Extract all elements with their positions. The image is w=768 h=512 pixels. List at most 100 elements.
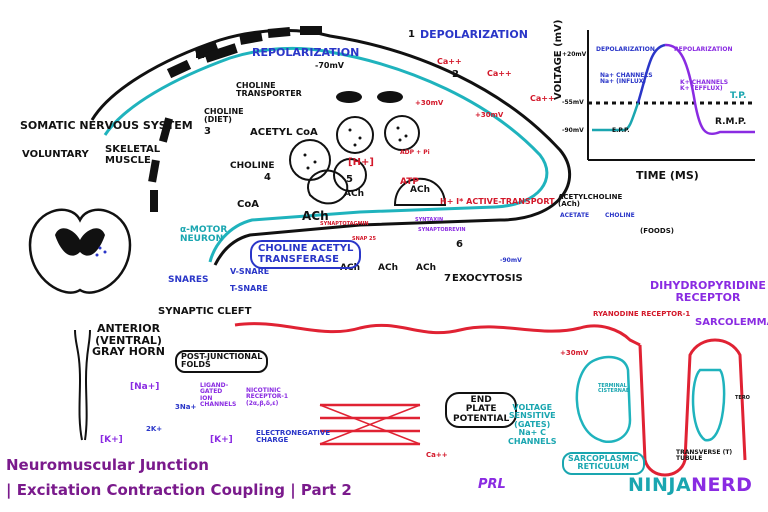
sarcolemma-membrane [234,322,641,347]
plus30-label-3: +30mV [560,349,589,357]
exocytosis-label: EXOCYTOSIS [452,273,523,284]
sarcoplasmic-reticulum-label: SARCOPLASMIC RETICULUM [562,452,645,475]
title-line-1: Neuromuscular Junction [6,456,209,474]
foods-label: (FOODS) [640,227,674,235]
plus30-label-2: +30mV [475,111,504,119]
transverse-tubule-label: TRANSVERSE (T) TUBULE [676,449,733,463]
acetyl-coa-label: ACETYL CoA [250,127,318,138]
myofibrils [319,403,421,446]
step-2-badge: 2 [452,69,459,80]
graph-na-channels-label: Na+ CHANNELS Na+ (INFLUX) [600,72,653,86]
syntaxin-label: SYNTAXIN [415,217,444,223]
end-plate-potential-label: END PLATE POTENTIAL [445,392,518,429]
choline-product-label: CHOLINE [605,212,635,219]
alpha-motor-label: α-MOTOR NEURON [180,225,228,245]
axon-membrane-outer [90,28,572,266]
h-active-transport-label: H+ I* ACTIVE-TRANSPORT [440,197,555,206]
minus90-label: -90mV [500,257,522,264]
step-7-badge: 7 [444,273,451,284]
ach-label-2: ACh [344,189,364,199]
ninja-nerd-logo: NINJANERD [628,474,752,496]
graph-epp-label: E.P.P. [612,127,630,134]
axon-membrane-inner [103,46,549,263]
graph-k-channels-label: K+ CHANNELS K+ (EFFLUX) [680,79,729,93]
step-4-badge: 4 [264,172,271,183]
ca-label-3: Ca++ [530,94,555,103]
v-snare-label: V-SNARE [230,267,270,276]
graph-depol-label: DEPOLARIZATION [596,46,655,53]
post-junctional-folds-label: POST-JUNCTIONAL FOLDS [175,350,269,373]
choline-label: CHOLINE [230,161,275,171]
minus70-label: -70mV [315,61,344,70]
step-3-badge: 3 [204,126,211,137]
ach-label-3: ACh [410,185,430,195]
na-bracket-label: [Na+] [130,382,160,392]
somatic-label: SOMATIC NERVOUS SYSTEM [20,119,193,132]
three-na-label: 3Na+ [175,403,197,411]
depolarization-label: DEPOLARIZATION [420,28,528,41]
chat-label: CHOLINE ACETYL TRANSFERASE [250,240,362,269]
graph-rmp-label: R.M.P. [715,117,747,127]
two-k-label: 2K+ [146,425,163,433]
adp-label: ADP + Pi [400,149,430,156]
synaptic-cleft-label: SYNAPTIC CLEFT [158,306,252,317]
k-bracket-label-1: [K+] [100,435,123,445]
synaptotagmin-label: SYNAPTOTAGMIN [320,221,369,227]
graph-xlabel: TIME (MS) [636,169,699,182]
ach-label-6: ACh [416,263,436,273]
repolarization-label: REPOLARIZATION [252,46,360,59]
snap25-label: SNAP 25 [352,236,377,242]
anterior-gray-horn-label: ANTERIOR (VENTRAL) GRAY HORN [92,322,165,359]
snares-label: SNARES [168,275,209,285]
docked-vesicle-1 [336,91,362,103]
graph-repol-label: REPOLARIZATION [674,46,733,53]
sarcolemma-label: SARCOLEMMA [695,317,768,328]
docked-vesicle-2 [377,91,403,103]
gray-horn-sketch [74,329,91,441]
ligand-gated-label: LIGAND- GATED ION CHANNELS [200,382,237,408]
ach-vesicles [307,169,447,206]
motor-neuron-cells [95,246,107,257]
logo-left: NINJA [628,474,692,496]
nicotinic-label: NICOTINIC RECEPTOR-1 (2α,β,δ,ε) [246,387,289,407]
ryanodine-label: RYANODINE RECEPTOR-1 [593,310,691,318]
tick-mid: -55mV [562,99,584,106]
step-1-badge: 1 [408,29,415,40]
tick-top: +20mV [562,51,587,58]
sarcoplasmic-reticulum-right [691,368,726,442]
step-6-badge: 6 [456,239,463,250]
t-snare-label: T-SNARE [230,284,268,293]
sarcoplasmic-reticulum-left [575,355,632,444]
dihydropyridine-label: DIHYDROPYRIDINE RECEPTOR [650,279,766,304]
voltage-sensitive-label: VOLTAGE SENSITIVE (GATES) Na+ C CHANNELS [508,403,557,446]
ach-label-5: ACh [378,263,398,273]
graph-ylabel: VOLTAGE (mV) [553,19,564,100]
graph-tp-label: T.P. [730,91,747,101]
signature: PRL [478,477,506,492]
ca-label-1: Ca++ [437,57,462,66]
h-ion-label: [H+] [348,157,374,168]
spinal-gray-matter [55,228,105,256]
action-potential-graph [587,30,755,161]
terminal-cisternae-label: TERMINAL CISTERNAE [598,383,630,395]
plus30-label-1: +30mV [415,99,444,107]
skeletal-muscle-label: SKELETAL MUSCLE [105,144,161,166]
ach-center-label: ACh [302,209,329,223]
coa-label: CoA [237,199,259,210]
tick-bot: -90mV [562,127,584,134]
voluntary-label: VOLUNTARY [22,149,89,160]
acetylcholine-label: ACETYLCHOLINE (ACh) [558,193,623,209]
synaptobrevin-label: SYNAPTOBREVIN [418,227,466,233]
k-bracket-label-2: [K+] [210,435,233,445]
title-line-2: | Excitation Contraction Coupling | Part… [6,481,352,499]
acetate-label: ACETATE [560,212,590,219]
choline-transporter-label: CHOLINE TRANSPORTER [236,81,302,99]
atp-label: ATP [400,177,420,187]
logo-right: NERD [691,474,753,496]
synaptic-vesicles [289,115,420,192]
t-tubule-outline [638,338,747,477]
ca-label-2: Ca++ [487,69,512,78]
step-5-badge: 5 [346,174,353,185]
